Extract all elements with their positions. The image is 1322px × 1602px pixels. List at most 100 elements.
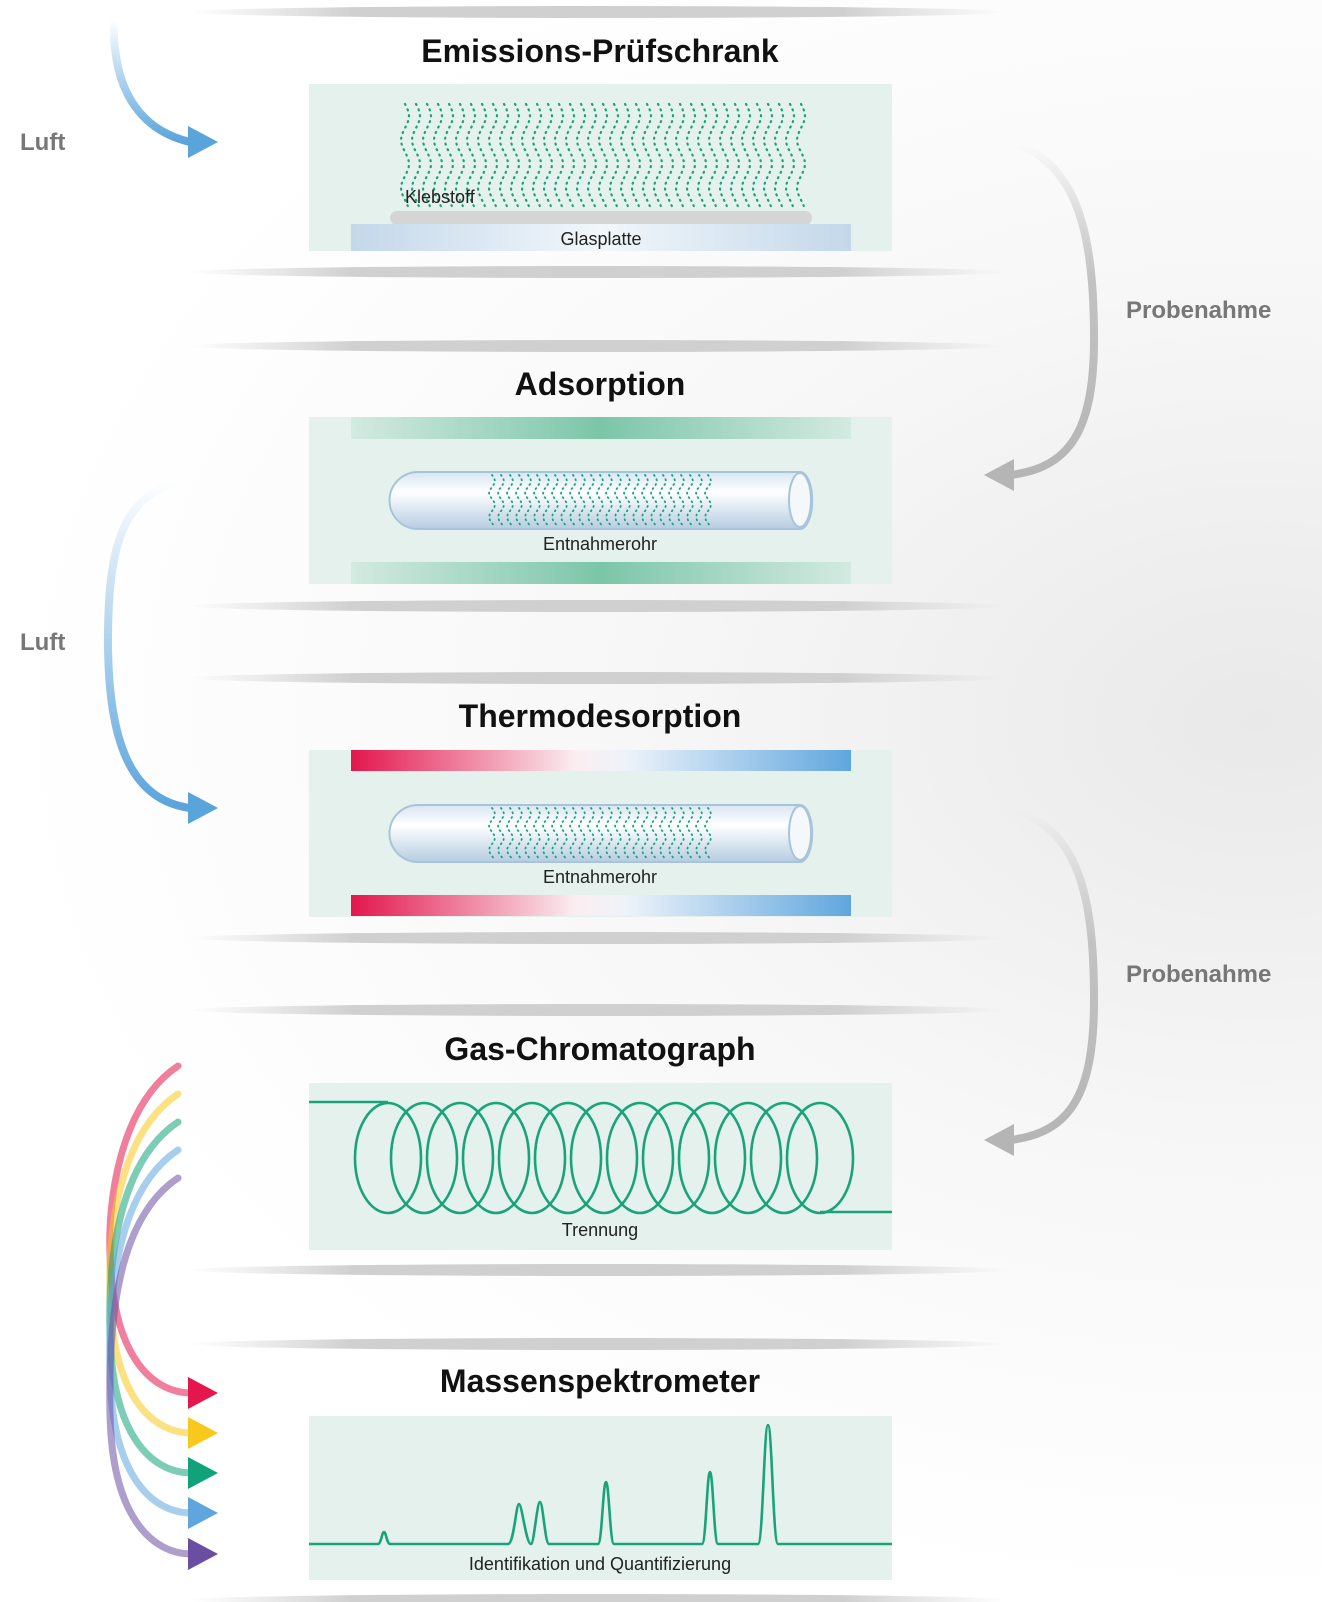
stage-title-ms: Massenspektrometer <box>440 1363 760 1399</box>
sampling-label-2: Probenahme <box>1126 961 1271 988</box>
stage-title-thermodesorption: Thermodesorption <box>459 698 742 734</box>
vapor-stream <box>533 474 541 527</box>
vapor-stream <box>597 102 609 208</box>
vapor-stream <box>542 474 550 527</box>
vapor-stream <box>784 102 796 208</box>
vapor-stream <box>524 807 532 860</box>
vapor-stream <box>465 102 477 208</box>
vapor-stream <box>685 102 697 208</box>
glass-plate <box>351 224 851 251</box>
vapor-stream <box>718 102 730 208</box>
vapor-stream <box>498 102 510 208</box>
vapor-stream <box>641 807 649 860</box>
vapor-stream <box>632 474 640 527</box>
vapor-stream <box>696 102 708 208</box>
vapor-stream <box>488 474 496 527</box>
gc-column-coil <box>309 1100 892 1215</box>
vapor-stream <box>605 807 613 860</box>
vapor-stream <box>587 807 595 860</box>
vapor-stream <box>704 807 712 860</box>
vapor-stream <box>668 474 676 527</box>
vapor-stream <box>695 807 703 860</box>
vapor-stream <box>795 102 807 208</box>
separator <box>188 1594 1008 1602</box>
vapor-stream <box>605 474 613 527</box>
vapor-stream <box>578 807 586 860</box>
separator <box>188 1338 1008 1350</box>
vapor-stream <box>751 102 763 208</box>
vapor-stream <box>587 474 595 527</box>
sampling-arrow-1 <box>984 141 1099 491</box>
vapor-stream <box>520 102 532 208</box>
separation-label: Trennung <box>562 1220 638 1240</box>
heater-bar-bottom <box>351 895 851 916</box>
adsorption-bar-bottom <box>351 562 851 584</box>
separator <box>188 266 1008 278</box>
vapor-stream <box>551 807 559 860</box>
vapor-stream <box>542 102 554 208</box>
vapor-stream <box>608 102 620 208</box>
vapor-stream <box>506 807 514 860</box>
compound-arrow-curve <box>106 1174 196 1558</box>
vapor-stream <box>686 474 694 527</box>
compound-arrow-head <box>188 1497 218 1529</box>
vapor-stream <box>551 474 559 527</box>
separators <box>188 6 1008 1602</box>
stage-title-gc: Gas-Chromatograph <box>444 1031 755 1067</box>
vapor-stream <box>614 807 622 860</box>
vapor-stream <box>704 474 712 527</box>
vapor-stream <box>729 102 741 208</box>
air-label-2: Luft <box>20 629 65 656</box>
vapor-stream <box>506 474 514 527</box>
tube-label-adsorption: Entnahmerohr <box>543 534 657 554</box>
vapor-stream <box>515 474 523 527</box>
glass-plate-label: Glasplatte <box>560 229 641 249</box>
sampling-arrow-2 <box>984 808 1099 1156</box>
vapor-stream <box>650 807 658 860</box>
stage-title-chamber: Emissions-Prüfschrank <box>421 33 779 69</box>
compound-arrow-head <box>188 1457 218 1489</box>
coil-loop <box>749 1101 819 1215</box>
vapor-stream <box>596 474 604 527</box>
vapor-stream <box>410 102 422 208</box>
coil-loop <box>713 1101 783 1215</box>
vapor-stream <box>488 807 496 860</box>
compound-arrow-head <box>188 1377 218 1409</box>
vapor-stream <box>623 474 631 527</box>
vapor-stream <box>596 807 604 860</box>
compound-arrow-head <box>188 1538 218 1570</box>
separator <box>188 1004 1008 1016</box>
coil-loop <box>353 1101 423 1215</box>
emission-vapor <box>399 102 807 208</box>
sampling-label-1: Probenahme <box>1126 297 1271 324</box>
vapor-stream <box>740 102 752 208</box>
separator <box>188 672 1008 684</box>
vapor-stream <box>569 474 577 527</box>
separator <box>188 932 1008 944</box>
separator <box>188 6 1008 18</box>
heater-bar-top <box>351 750 851 771</box>
vapor-stream <box>443 102 455 208</box>
coil-loop <box>497 1101 567 1215</box>
vapor-stream <box>686 807 694 860</box>
vapor-stream <box>663 102 675 208</box>
coil-loop <box>641 1101 711 1215</box>
desorbed-vapor <box>488 807 712 860</box>
adhesive-layer <box>390 211 812 225</box>
separator <box>188 600 1008 612</box>
sampling-tube <box>388 471 814 530</box>
compound-outflow-arrows <box>106 1062 218 1570</box>
vapor-stream <box>578 474 586 527</box>
vapor-stream <box>509 102 521 208</box>
vapor-stream <box>515 807 523 860</box>
adsorbed-vapor <box>488 474 712 527</box>
vapor-stream <box>586 102 598 208</box>
ms-panel <box>309 1416 892 1580</box>
vapor-stream <box>421 102 433 208</box>
vapor-stream <box>762 102 774 208</box>
coil-loop <box>533 1101 603 1215</box>
vapor-stream <box>560 474 568 527</box>
coil-loop <box>569 1101 639 1215</box>
vapor-stream <box>652 102 664 208</box>
tube-label-thermodesorption: Entnahmerohr <box>543 867 657 887</box>
